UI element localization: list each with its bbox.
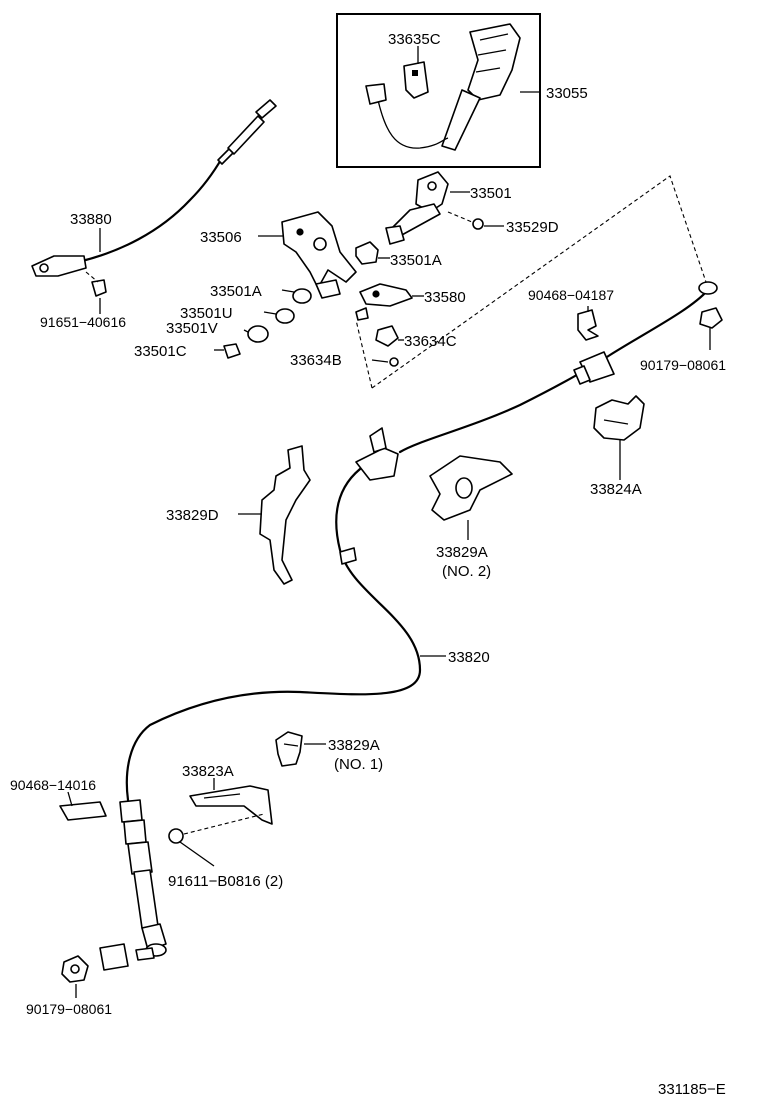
clip-33501c [214,343,241,359]
ring-33501u [263,308,295,324]
label-33501a-left: 33501A [210,283,262,300]
label-33823a: 33823A [182,763,234,780]
label-33829a-no1-sub: (NO. 1) [334,756,383,773]
part-33580 [355,283,424,321]
assembly-line-right [371,175,707,389]
label-91611-b0816: 91611−B0816 (2) [168,873,283,890]
label-33501v: 33501V [166,320,218,337]
clip-90468-14016 [59,791,107,821]
label-91651-40616: 91651−40616 [40,314,126,330]
bracket-33829d [238,445,311,585]
cable-33880 [31,99,277,314]
bushing-33501a-upper [355,241,390,265]
label-33829a-no2: 33829A [436,544,488,561]
label-33829a-no1: 33829A [328,737,380,754]
nut-90179-top [699,307,723,350]
label-33635c: 33635C [388,31,441,48]
clip-90468-04187 [577,306,599,341]
part-33634c [375,325,404,347]
control-cable-33820 [125,281,718,802]
bracket-33829a-no1 [275,731,326,767]
bolt-33529d [447,211,504,230]
label-90468-14016: 90468−14016 [10,777,96,793]
assembly-line-left [355,319,373,389]
cable-end-assembly [99,799,167,971]
bolt-33634b [371,357,399,367]
bracket-33829a-no2 [429,455,513,540]
label-33529d: 33529D [506,219,559,236]
bracket-33823a [189,778,273,825]
label-33829a-no2-sub: (NO. 2) [442,563,491,580]
label-33501a-upper: 33501A [390,252,442,269]
nut-90179-bottom [61,955,89,998]
label-33580: 33580 [424,289,466,306]
bracket-33824a [593,395,645,480]
figure-code: 331185−E [658,1081,726,1098]
label-33501u: 33501U [180,305,233,322]
ring-33501v [243,325,269,343]
label-33634b: 33634B [290,352,342,369]
bolt-91611-b0816 [168,813,265,867]
label-33829d: 33829D [166,507,219,524]
label-33820: 33820 [448,649,490,666]
lever-33501 [385,171,470,245]
label-33634c: 33634C [404,333,457,350]
label-33880: 33880 [70,211,112,228]
label-33506: 33506 [200,229,242,246]
shift-knob-inset [336,13,541,168]
bushing-33501a-left [281,288,312,304]
label-33824a: 33824A [590,481,642,498]
label-33501: 33501 [470,185,512,202]
label-33501c: 33501C [134,343,187,360]
lever-bracket-33506 [258,211,357,299]
label-90468-04187: 90468−04187 [528,287,614,303]
label-33055: 33055 [546,85,588,102]
label-90179-08061-bottom: 90179−08061 [26,1001,112,1017]
label-90179-08061-top: 90179−08061 [640,357,726,373]
